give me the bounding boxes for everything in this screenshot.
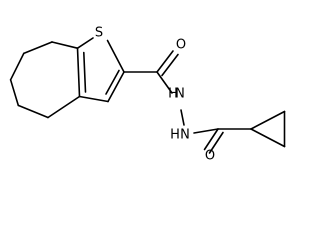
bond <box>83 51 87 93</box>
nitrogen-atom-label-1: N <box>175 87 185 102</box>
bond <box>208 131 224 154</box>
cycloheptane-ring <box>9 41 81 119</box>
oxygen-atom-label-lower: O <box>205 149 215 164</box>
bond <box>250 128 286 148</box>
bond <box>250 110 286 130</box>
hydrogen-atom-label-2: H <box>170 128 180 143</box>
bond <box>107 71 125 103</box>
thiophene-ring <box>76 37 125 103</box>
bond <box>193 128 219 134</box>
bond <box>78 95 109 103</box>
bond <box>203 128 219 151</box>
bond <box>161 53 179 77</box>
bond <box>47 95 81 119</box>
bond <box>76 37 94 50</box>
bond <box>106 39 125 73</box>
bond <box>9 52 25 81</box>
hydrazide-chain <box>123 50 252 154</box>
bond <box>156 50 174 73</box>
oxygen-atom-label-upper: O <box>176 38 186 53</box>
bond <box>76 47 81 98</box>
cyclopropane-ring <box>250 110 286 148</box>
bond <box>156 71 173 94</box>
bond <box>51 41 79 50</box>
hydrogen-atom-label-1: H <box>168 87 178 102</box>
bond <box>22 41 53 55</box>
sulfur-atom-label: S <box>95 26 103 41</box>
molecule-structure-diagram: S O N H N H O <box>9 26 286 164</box>
bond <box>9 79 20 107</box>
bond <box>105 69 120 95</box>
bond <box>180 109 185 126</box>
nitrogen-atom-label-2: N <box>180 128 190 143</box>
bond <box>17 104 49 119</box>
